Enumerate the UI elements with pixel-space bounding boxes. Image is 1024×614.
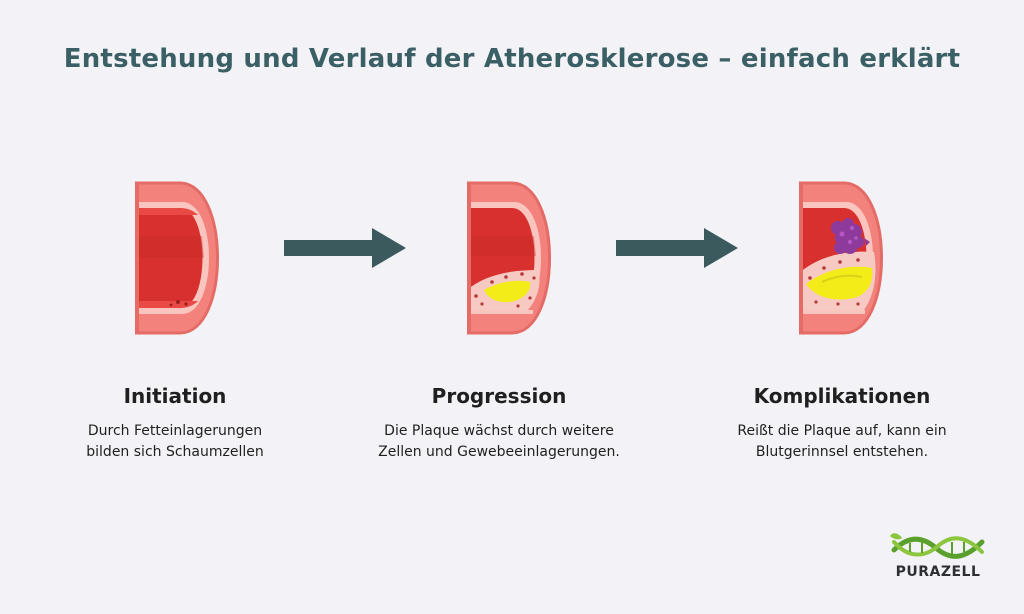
arrow-right-icon — [616, 228, 738, 268]
stage-desc-line: Zellen und Gewebeeinlagerungen. — [378, 444, 620, 460]
vessel-complication — [799, 181, 883, 335]
vessel-progression — [467, 181, 551, 335]
stage-desc-line: Reißt die Plaque auf, kann ein — [737, 423, 947, 439]
stage-title-complications: Komplikationen — [753, 384, 931, 408]
purazell-logo: PURAZELL — [888, 530, 988, 580]
stage-desc-line: Blutgerinnsel entstehen. — [755, 444, 929, 460]
arrow-right-icon — [284, 228, 406, 268]
stage-title-progression: Progression — [431, 384, 567, 408]
stage-desc-initiation: Durch Fetteinlagerungen bilden sich Scha… — [25, 421, 325, 463]
stage-desc-line: Durch Fetteinlagerungen — [87, 423, 263, 439]
dna-leaf-icon — [890, 533, 985, 559]
logo-text: PURAZELL — [895, 564, 981, 580]
stage-desc-line: Die Plaque wächst durch weitere — [384, 423, 614, 439]
stage-desc-line: bilden sich Schaumzellen — [86, 444, 264, 460]
stage-desc-complications: Reißt die Plaque auf, kann ein Blutgerin… — [692, 421, 992, 463]
vessel-initiation — [135, 181, 219, 335]
stage-desc-progression: Die Plaque wächst durch weitere Zellen u… — [349, 421, 649, 463]
stage-title-initiation: Initiation — [123, 384, 227, 408]
page-title: Entstehung und Verlauf der Atheroskleros… — [63, 44, 961, 74]
